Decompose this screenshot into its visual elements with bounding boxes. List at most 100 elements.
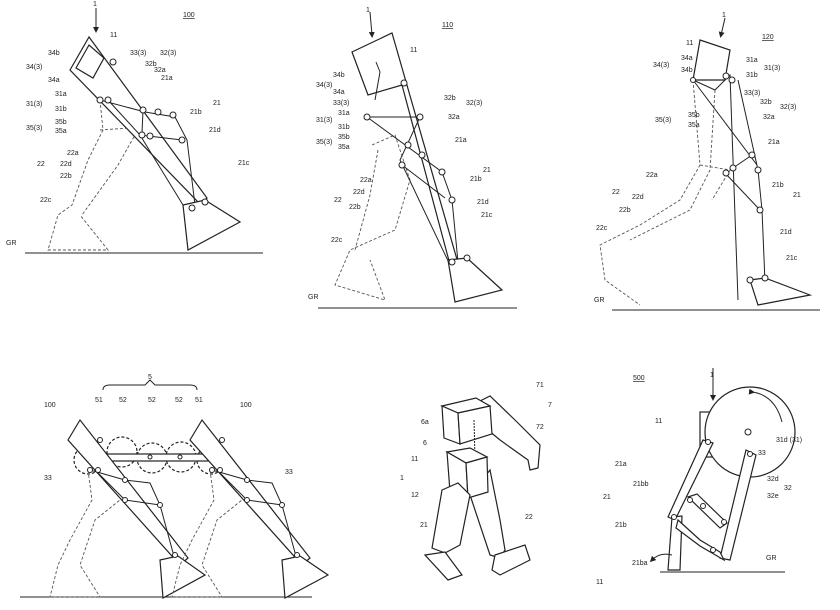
- reference-label: GR: [6, 240, 17, 247]
- reference-label: 22b: [60, 173, 72, 180]
- reference-label: 22: [37, 161, 45, 168]
- reference-label: 32a: [154, 67, 166, 74]
- front-leg-21: [690, 39, 813, 306]
- figure-number: 120: [762, 34, 774, 41]
- reference-label: 72: [536, 424, 544, 431]
- reference-label: 21d: [780, 229, 792, 236]
- reference-label: 31(3): [26, 101, 42, 108]
- reference-labels: 71 7 72 6a 6 11 1 12 21 22: [400, 382, 552, 529]
- reference-label: 11: [686, 40, 693, 47]
- reference-label: 33: [44, 475, 52, 482]
- reference-label: 51: [95, 397, 103, 404]
- reference-label: 34b: [333, 72, 345, 79]
- reference-label: 34b: [681, 67, 693, 74]
- figure-120: 120 1 11 34a 34(3) 34b 31a 31(3) 31b 33(…: [594, 12, 820, 311]
- reference-label: 33: [285, 469, 293, 476]
- reference-label: 31b: [338, 124, 350, 131]
- reference-label: 11: [110, 32, 117, 39]
- reference-label: GR: [308, 294, 319, 301]
- reference-label: 32(3): [466, 100, 482, 107]
- rear-leg-22: [599, 79, 731, 306]
- figure-humanoid: 71 7 72 6a 6 11 1 12 21 22: [400, 382, 552, 581]
- reference-label: 21: [483, 167, 491, 174]
- reference-label: 32a: [763, 114, 775, 121]
- reference-label: 35b: [338, 134, 350, 141]
- reference-label: 22c: [596, 225, 608, 232]
- reference-label: 21c: [238, 160, 250, 167]
- reference-label: 35(3): [655, 117, 671, 124]
- reference-label: GR: [766, 555, 777, 562]
- robot-right: [171, 418, 330, 599]
- reference-label: 35(3): [26, 125, 42, 132]
- reference-label: 31a: [55, 91, 67, 98]
- reference-label: 6: [423, 440, 427, 447]
- reference-label: 32b: [760, 99, 772, 106]
- reference-label: 22c: [40, 197, 52, 204]
- reference-label: 11: [655, 418, 662, 425]
- reference-label: 51: [195, 397, 203, 404]
- reference-label: 52: [148, 397, 156, 404]
- reference-label: 21a: [615, 461, 627, 468]
- reference-label: 22: [612, 189, 620, 196]
- leg-21: [423, 482, 471, 581]
- reference-label: 71: [536, 382, 544, 389]
- rotation-arrow-icon: [748, 388, 783, 423]
- robot-left: [49, 418, 207, 599]
- reference-label: 22: [525, 514, 533, 521]
- reference-label: 6a: [421, 419, 429, 426]
- reference-label: 31(3): [764, 65, 780, 72]
- reference-label: 21d: [209, 127, 221, 134]
- reference-label: 22b: [349, 204, 361, 211]
- reference-label: 31a: [338, 110, 350, 117]
- figure-number: 100: [183, 12, 195, 19]
- reference-labels: 1 11 31d (31) 33 21a 32d 32 21bb 32e 21 …: [596, 372, 802, 586]
- reference-label: 31b: [55, 106, 67, 113]
- reference-label: 34b: [48, 50, 60, 57]
- reference-label: 32b: [145, 61, 157, 68]
- front-leg-21: [351, 32, 504, 303]
- reference-label: 31(3): [316, 117, 332, 124]
- reference-labels: 5 51 52 52 52 51 100 100 33 33: [44, 374, 293, 482]
- reference-label: 34a: [681, 55, 693, 62]
- reference-label: 21c: [786, 255, 798, 262]
- reference-label: 35b: [55, 119, 67, 126]
- reference-label: 22d: [60, 161, 72, 168]
- reference-label: 32: [784, 485, 792, 492]
- reference-label: 33(3): [744, 90, 760, 97]
- rotation-arrow-icon: [649, 553, 673, 563]
- reference-labels: 1 11 34b 34(3) 34a 33(3) 31a 31(3) 31b 3…: [308, 7, 493, 301]
- reference-label: 34(3): [653, 62, 669, 69]
- reference-label: 22: [334, 197, 342, 204]
- reference-label: 21b: [190, 109, 202, 116]
- reference-label: 34(3): [26, 64, 42, 71]
- reference-label: 35(3): [316, 139, 332, 146]
- reference-label: 31a: [746, 57, 758, 64]
- reference-label: 35a: [688, 122, 700, 129]
- figure-500: 500 1 11 31d (31) 33 21a 32d 32 21bb 32e…: [596, 368, 802, 586]
- reference-label: 33(3): [333, 100, 349, 107]
- reference-label: 21b: [615, 522, 627, 529]
- reference-label: 21: [213, 100, 221, 107]
- reference-label: 22d: [353, 189, 365, 196]
- reference-label: 35b: [688, 112, 700, 119]
- reference-label: 21ba: [632, 560, 648, 567]
- reference-label: 100: [44, 402, 56, 409]
- reference-label: 21a: [161, 75, 173, 82]
- front-leg-21: [69, 35, 242, 251]
- reference-label: 1: [400, 475, 404, 482]
- reference-label: 33: [758, 450, 766, 457]
- reference-label: GR: [594, 297, 605, 304]
- reference-label: 22a: [360, 177, 372, 184]
- reference-label: 7: [548, 402, 552, 409]
- reference-label: 22a: [67, 150, 79, 157]
- reference-label: 21a: [768, 139, 780, 146]
- reference-label: 11: [411, 456, 418, 463]
- reference-label: 1: [93, 1, 97, 8]
- reference-label: 12: [411, 492, 419, 499]
- reference-label: 21: [793, 192, 801, 199]
- reference-label: 32a: [448, 114, 460, 121]
- reference-label: 22d: [632, 194, 644, 201]
- figure-number: 110: [442, 22, 453, 29]
- reference-label: 35a: [55, 128, 67, 135]
